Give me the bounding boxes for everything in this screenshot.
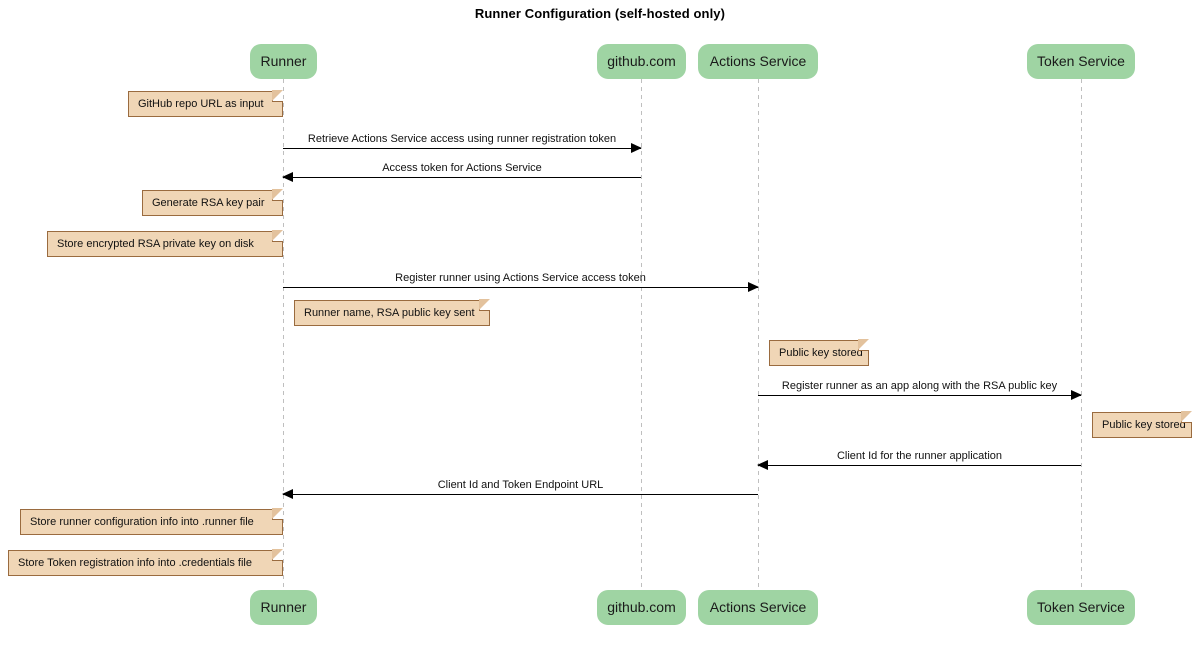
- participant-top-github[interactable]: github.com: [597, 44, 686, 79]
- arrowhead-icon: [631, 143, 642, 153]
- msg-access-token[interactable]: Access token for Actions Service: [282, 162, 641, 182]
- participant-label: Runner: [260, 599, 307, 615]
- participant-top-runner[interactable]: Runner: [250, 44, 317, 79]
- arrowhead-icon: [748, 282, 759, 292]
- participant-label: Actions Service: [709, 53, 807, 69]
- participant-label: github.com: [607, 53, 676, 69]
- note-fold-corner-icon: [272, 189, 283, 201]
- msg-register-app-rsa[interactable]: Register runner as an app along with the…: [758, 380, 1082, 400]
- note-text: Store runner configuration info into .ru…: [30, 516, 254, 528]
- msg-register-runner[interactable]: Register runner using Actions Service ac…: [283, 272, 759, 292]
- msg-retrieve-actions-access[interactable]: Retrieve Actions Service access using ru…: [283, 133, 642, 153]
- arrowhead-icon: [757, 460, 768, 470]
- participant-label: Token Service: [1037, 599, 1125, 615]
- note-store-runner-config[interactable]: Store runner configuration info into .ru…: [20, 508, 283, 535]
- note-text: Public key stored: [1102, 419, 1186, 431]
- arrowhead-icon: [1071, 390, 1082, 400]
- arrowhead-icon: [282, 172, 293, 182]
- participant-label: Actions Service: [709, 599, 807, 615]
- note-fold-corner-icon: [1181, 411, 1192, 423]
- lifeline-token: [1080, 79, 1082, 590]
- note-runner-name-pubkey[interactable]: Runner name, RSA public key sent: [294, 299, 490, 326]
- participant-bottom-actions[interactable]: Actions Service: [698, 590, 818, 625]
- note-store-token-credentials[interactable]: Store Token registration info into .cred…: [8, 549, 283, 576]
- note-public-key-stored-as[interactable]: Public key stored: [769, 339, 869, 366]
- message-line: [758, 465, 1081, 466]
- participant-label: github.com: [607, 599, 676, 615]
- message-label: Access token for Actions Service: [382, 162, 542, 174]
- note-github-repo-url[interactable]: GitHub repo URL as input: [128, 90, 283, 117]
- lifeline-actions: [757, 79, 759, 590]
- message-line: [283, 287, 758, 288]
- note-store-private-key[interactable]: Store encrypted RSA private key on disk: [47, 230, 283, 257]
- participant-top-actions[interactable]: Actions Service: [698, 44, 818, 79]
- msg-client-id-token-endpoint[interactable]: Client Id and Token Endpoint URL: [282, 479, 758, 499]
- participant-bottom-runner[interactable]: Runner: [250, 590, 317, 625]
- message-label: Register runner using Actions Service ac…: [395, 272, 646, 284]
- participant-label: Runner: [260, 53, 307, 69]
- note-text: Generate RSA key pair: [152, 197, 265, 209]
- arrowhead-icon: [282, 489, 293, 499]
- message-label: Retrieve Actions Service access using ru…: [307, 133, 617, 145]
- note-fold-corner-icon: [858, 339, 869, 351]
- message-line: [283, 177, 641, 178]
- message-line: [758, 395, 1081, 396]
- note-text: Store Token registration info into .cred…: [18, 557, 252, 569]
- note-text: GitHub repo URL as input: [138, 98, 264, 110]
- message-label: Client Id for the runner application: [836, 450, 1003, 462]
- msg-client-id-runner-app[interactable]: Client Id for the runner application: [757, 450, 1081, 470]
- note-text: Public key stored: [779, 347, 863, 359]
- message-label: Register runner as an app along with the…: [781, 380, 1058, 392]
- note-fold-corner-icon: [479, 299, 490, 311]
- lifeline-runner: [282, 79, 284, 590]
- participant-top-token[interactable]: Token Service: [1027, 44, 1135, 79]
- note-text: Runner name, RSA public key sent: [304, 307, 475, 319]
- note-generate-rsa[interactable]: Generate RSA key pair: [142, 189, 283, 216]
- participant-label: Token Service: [1037, 53, 1125, 69]
- message-line: [283, 148, 641, 149]
- participant-bottom-github[interactable]: github.com: [597, 590, 686, 625]
- note-fold-corner-icon: [272, 90, 283, 102]
- message-label: Client Id and Token Endpoint URL: [437, 479, 604, 491]
- note-fold-corner-icon: [272, 230, 283, 242]
- diagram-title: Runner Configuration (self-hosted only): [474, 6, 726, 21]
- note-fold-corner-icon: [272, 508, 283, 520]
- note-public-key-stored-ts[interactable]: Public key stored: [1092, 411, 1192, 438]
- note-fold-corner-icon: [272, 549, 283, 561]
- note-text: Store encrypted RSA private key on disk: [57, 238, 254, 250]
- participant-bottom-token[interactable]: Token Service: [1027, 590, 1135, 625]
- lifeline-github: [640, 79, 642, 590]
- message-line: [283, 494, 758, 495]
